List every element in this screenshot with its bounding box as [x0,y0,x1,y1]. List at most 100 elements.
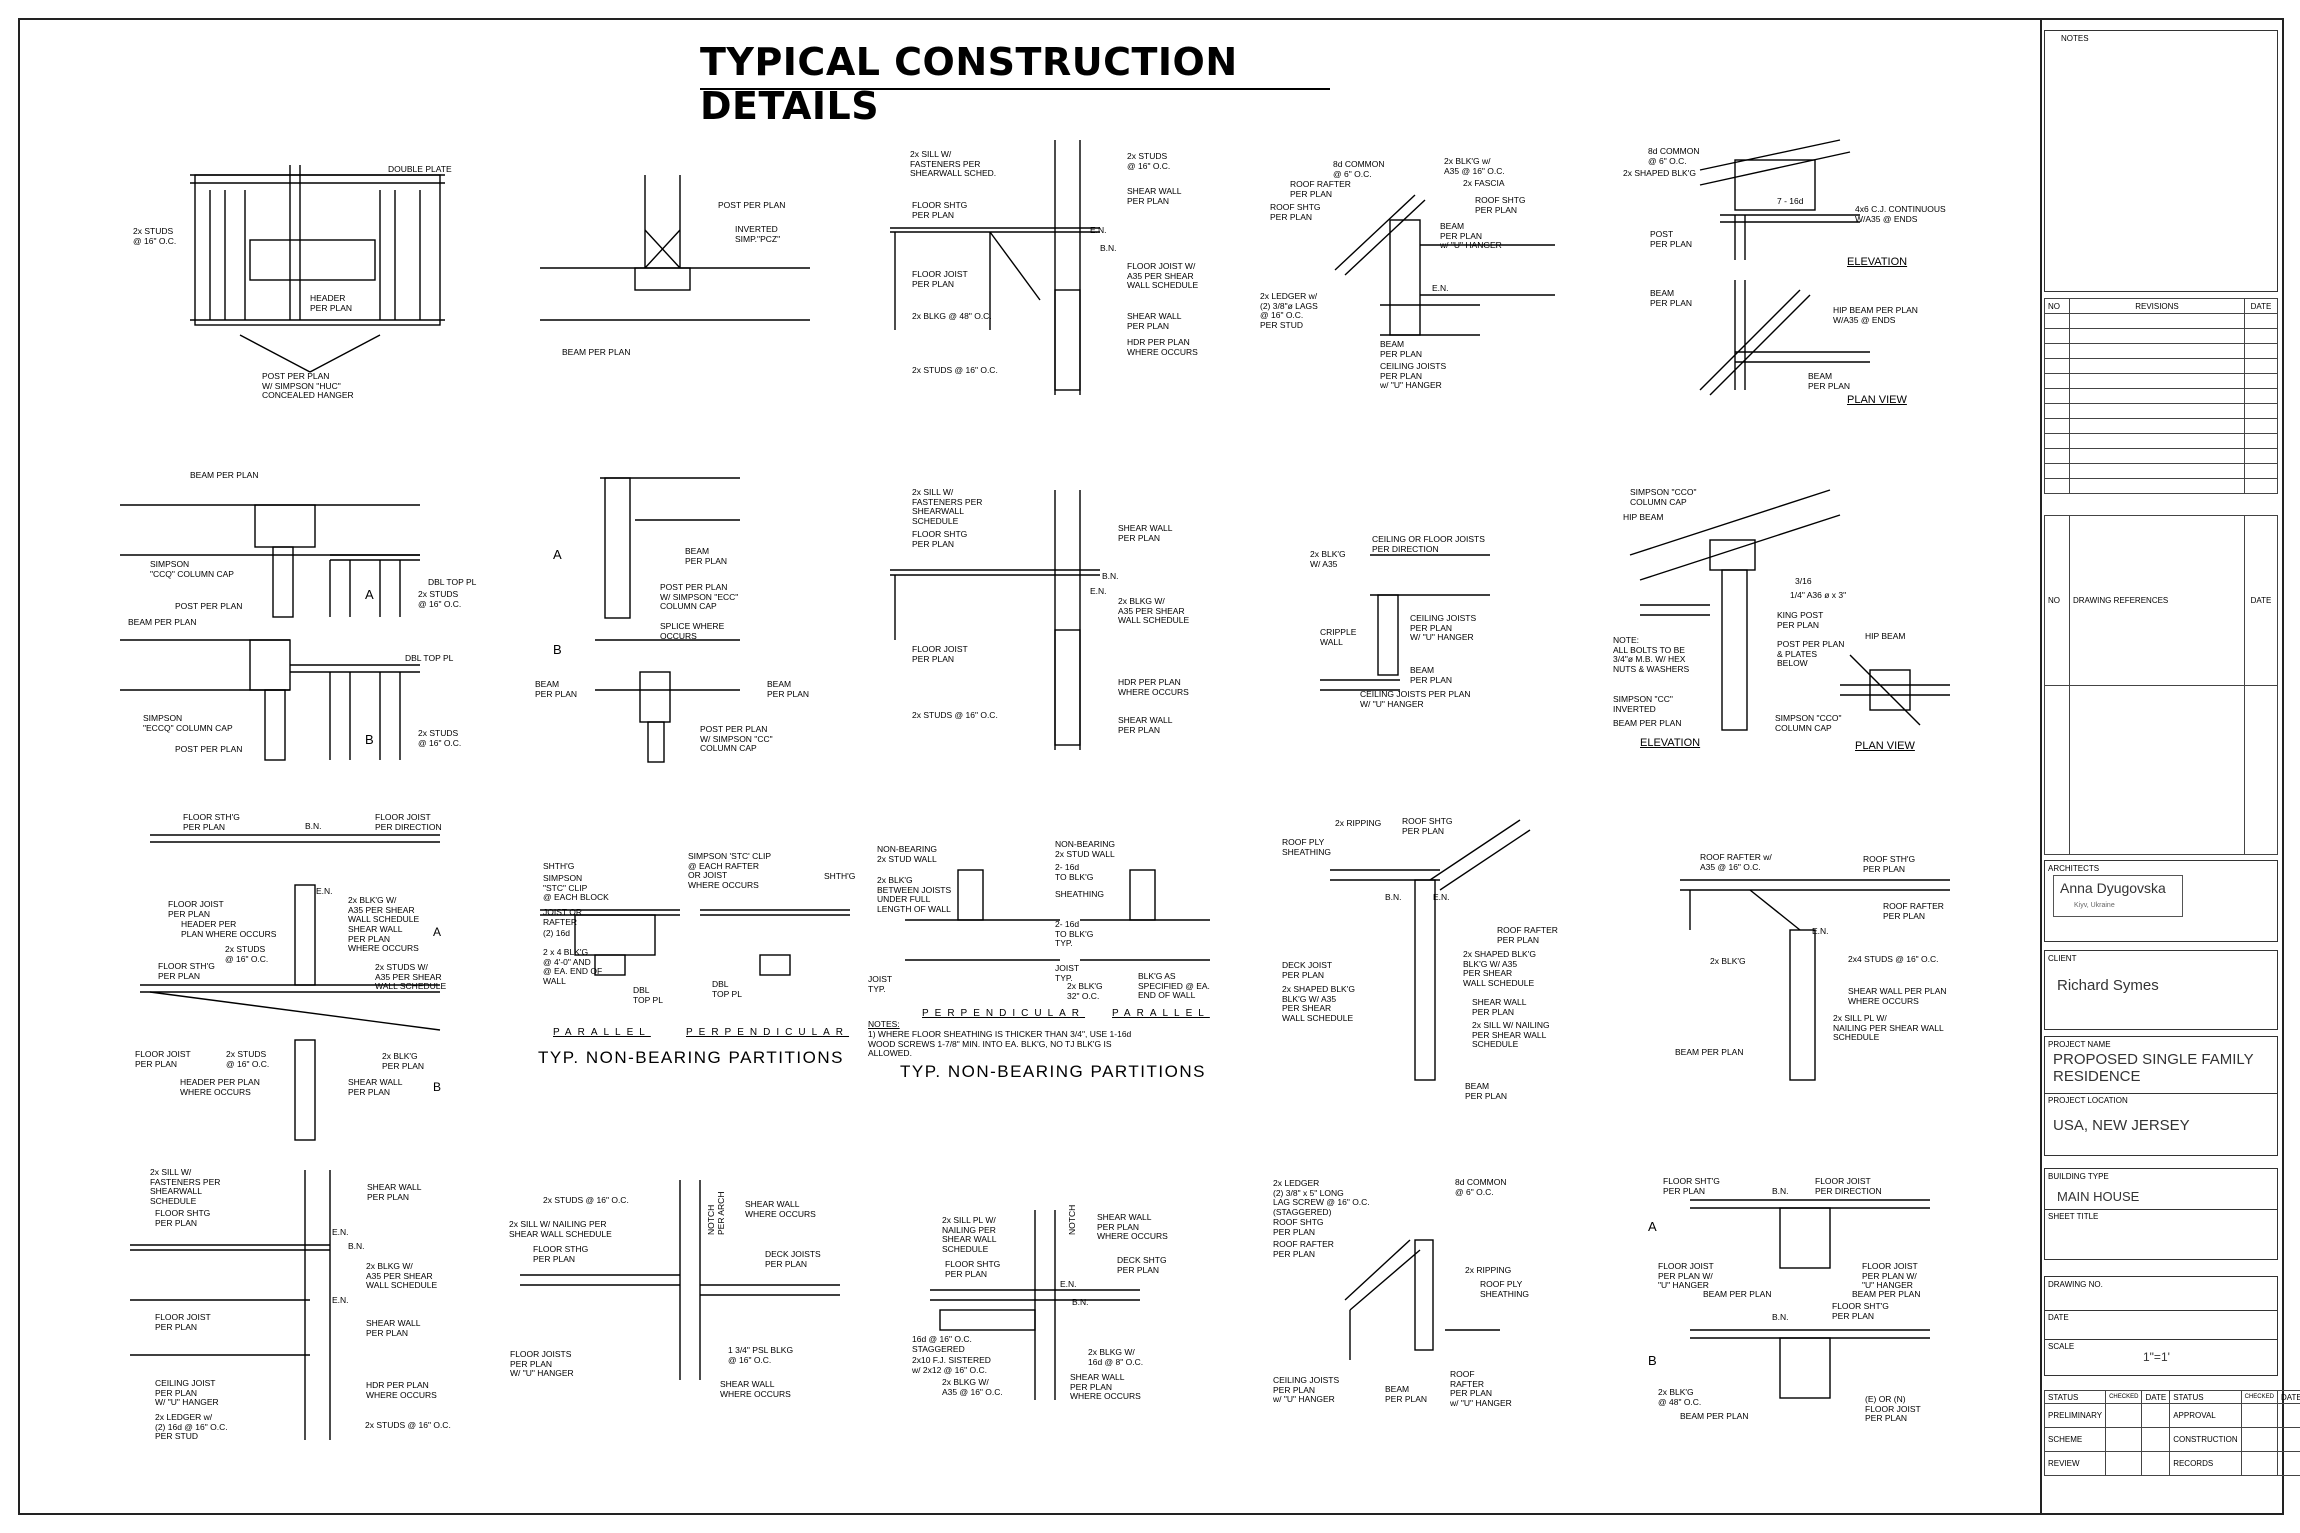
project-location-label: PROJECT LOCATION [2048,1096,2128,1105]
label: 2x BLKG W/ A35 PER SHEAR WALL SCHEDULE [366,1261,438,1290]
detail-cripple-wall [1320,554,1490,691]
label: 2x LEDGER w/ (2) 3/8"ø LAGS @ 16" O.C. P… [1260,291,1318,330]
label: POST PER PLAN [718,200,786,210]
detail-non-bearing-2 [905,869,1210,961]
label: E.N. [332,1227,349,1237]
notes-box: NOTES [2044,30,2278,292]
label: BEAM PER PLAN [1808,371,1851,391]
detail-column-caps [120,504,420,761]
label: SHEAR WALL PER PLAN [348,1077,403,1097]
detail-roof-ply-sheathing [1330,819,1531,1081]
label: PLAN VIEW [1847,394,1907,406]
label: 2x BLKG W/ A35 PER SHEAR WALL SCHEDULE [1118,596,1190,625]
label: BEAM PER PLAN [128,617,197,627]
label: FLOOR JOIST PER PLAN [912,269,968,289]
detail-hip-beam-elevation [1699,139,1870,396]
label: FLOOR JOISTS PER PLAN W/ "U" HANGER [510,1349,574,1378]
label: 7 - 16d [1777,196,1804,206]
label: B.N. [1772,1186,1789,1196]
label: HIP BEAM PER PLAN W/A35 @ ENDS [1833,305,1918,325]
status-cell: SCHEME [2043,1427,2107,1452]
label: BEAM PER PLAN [562,347,631,357]
label: JOIST TYP. [1055,963,1080,983]
label: CEILING JOISTS PER PLAN w/ "U" HANGER [1380,361,1447,390]
divider [2045,1310,2277,1311]
label: 2x STUDS @ 16" O.C. [543,1195,629,1205]
label: SIMPSON "STC" CLIP @ EACH BLOCK [543,873,609,902]
label: NOTCH PER ARCH [706,1191,726,1235]
label: NON-BEARING 2x STUD WALL [877,844,937,864]
label: NOTE: ALL BOLTS TO BE 3/4"ø M.B. W/ HEX … [1613,635,1690,674]
project-name: PROPOSED SINGLE FAMILY RESIDENCE [2053,1051,2254,1085]
label: 2x SILL PL W/ NAILING PER SHEAR WALL SCH… [1833,1013,1944,1042]
label: ROOF RAFTER PER PLAN w/ "U" HANGER [1450,1369,1512,1408]
status-table: STATUS CHECKED DATE STATUS CHECKED DATE … [2043,1390,2300,1476]
label: E.N. [332,1295,349,1305]
revisions-table: NO REVISIONS DATE [2044,298,2278,494]
label: SHEAR WALL PER PLAN WHERE OCCURS [1848,986,1947,1006]
label: 2- 16d TO BLK'G [1055,862,1094,882]
label: 2x SILL W/ FASTENERS PER SHEARWALL SCHED… [912,487,983,526]
drawing-no-label: DRAWING NO. [2048,1280,2103,1289]
detail-ecc-splice [595,477,740,763]
label: BEAM PER PLAN [190,470,259,480]
label: FLOOR STH'G PER PLAN [183,812,240,832]
label: SHEAR WALL PER PLAN [1127,186,1182,206]
label: FLOOR STHG PER PLAN [533,1244,589,1264]
label: ROOF RAFTER PER PLAN [1290,179,1351,199]
label: PARALLEL [1112,1008,1210,1019]
label: B.N. [348,1241,365,1251]
label: 1 3/4" PSL BLKG @ 16" O.C. [728,1345,794,1365]
label: DOUBLE PLATE [388,164,452,174]
revision-row [2044,328,2278,344]
detail-cco-cap [1629,489,1950,731]
status-cell: APPROVAL [2169,1403,2242,1428]
label: POST PER PLAN [175,744,243,754]
label: FLOOR JOIST PER PLAN W/ "U" HANGER [1658,1261,1714,1290]
architects-label: ARCHITECTS [2048,864,2100,873]
label: 2x BLKG @ 48" O.C. [912,311,992,321]
status-cell: CONSTRUCTION [2169,1427,2242,1452]
status-cell: PRELIMINARY [2043,1403,2107,1428]
label: 2x SILL PL W/ NAILING PER SHEAR WALL SCH… [942,1215,997,1254]
label: 2x BLK'G w/ A35 @ 16" O.C. [1444,156,1505,176]
label: B.N. [1385,892,1402,902]
label: BEAM PER PLAN [1852,1289,1921,1299]
label: CRIPPLE WALL [1320,627,1357,647]
label: SHEAR WALL PER PLAN [1118,523,1173,543]
label: ROOF SHTG PER PLAN [1270,202,1321,222]
label: 8d COMMON @ 6" O.C. [1648,146,1700,166]
label: PERPENDICULAR [922,1008,1086,1019]
label: ROOF PLY SHEATHING [1282,837,1331,857]
label: ROOF SHTG PER PLAN [1402,816,1453,836]
label: ROOF SHTG PER PLAN [1475,195,1526,215]
detail-sistered-joists [930,1210,1140,1400]
label: E.N. [1060,1279,1077,1289]
label: 8d COMMON @ 6" O.C. [1455,1177,1507,1197]
label: POST PER PLAN [1650,229,1693,249]
revision-row [2044,433,2278,449]
label: JOIST OR RAFTER [543,907,583,927]
revision-row [2044,463,2278,479]
label: 2x STUDS @ 16" O.C. [133,226,177,246]
label: 2x SILL W/ NAILING PER SHEAR WALL SCHEDU… [1472,1020,1550,1049]
detail-inverted-pcz [540,175,810,321]
revision-row [2044,358,2278,374]
label: SHEAR WALL PER PLAN WHERE OCCURS [1070,1372,1141,1401]
label: ROOF RAFTER PER PLAN [1497,925,1558,945]
label: SHTH'G [543,861,575,871]
label: SHEAR WALL WHERE OCCURS [745,1199,816,1219]
label: ROOF STH'G PER PLAN [1863,854,1916,874]
sheet-title: TYPICAL CONSTRUCTION DETAILS [700,40,1238,128]
architect-stamp: Anna Dyugovska Kiyv, Ukraine [2053,875,2183,917]
label: HDR PER PLAN WHERE OCCURS [1118,677,1189,697]
client-box: CLIENT Richard Symes [2044,950,2278,1030]
detail-floor-joist-a-b [140,834,441,1141]
label: B.N. [1772,1312,1789,1322]
divider [2045,1339,2277,1340]
label: SIMPSON "CCO" COLUMN CAP [1630,487,1697,507]
label: DBL TOP PL [428,577,477,587]
label: BEAM PER PLAN [1703,1289,1772,1299]
rev-label-header: REVISIONS [2069,298,2245,314]
label: DECK SHTG PER PLAN [1117,1255,1167,1275]
